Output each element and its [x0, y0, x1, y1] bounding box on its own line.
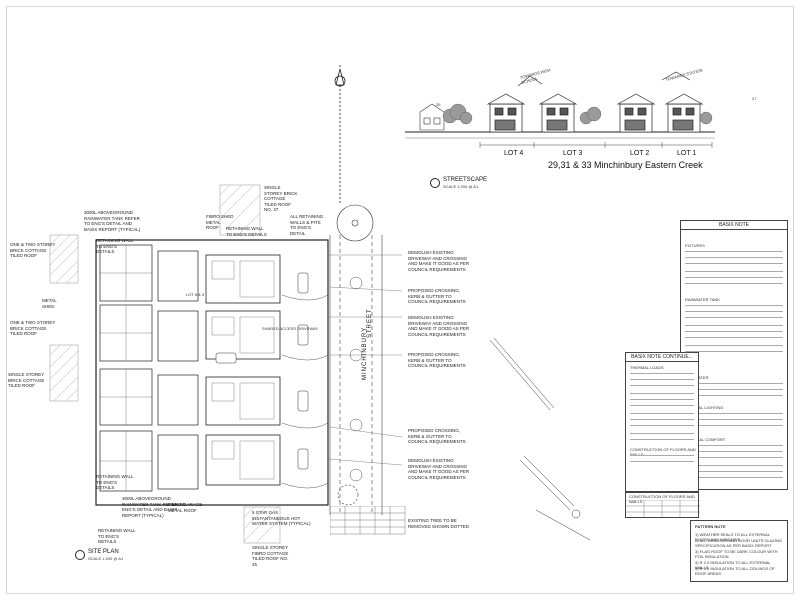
house-lot-4 — [486, 93, 526, 133]
house-lot-2 — [616, 93, 656, 133]
neighbour-label-7: FIBRO GARAGE METAL ROOF — [168, 502, 203, 513]
basix-continue-section-floors: CONSTRUCTION OF FLOORS AND WALLS — [630, 447, 696, 457]
pattern-note-1: 1) WEATHER SEALS TO ALL EXTERNAL DOORS A… — [695, 532, 770, 542]
site-plan-title: SITE PLAN — [88, 549, 119, 555]
streetscape-address: 29,31 & 33 Minchinbury Eastern Creek — [548, 160, 703, 170]
direction-arrows — [517, 71, 691, 87]
car-icons — [215, 272, 309, 470]
trees-left — [442, 103, 473, 125]
bottom-note-hot-water: 5 STAR GAS INSTANTANEOUS HOT WATER SYSTE… — [252, 510, 311, 526]
removed-tree-icon — [337, 484, 359, 506]
hatch-lines — [49, 184, 281, 544]
left-note-1: 3000L ABOVEGROUND RAINWATER TANK REFER T… — [84, 210, 141, 232]
neighbour-label-5: ONE & TWO STOREY BRICK COTTAGE TILED ROO… — [10, 320, 56, 336]
pattern-note-2: 2) ALL WINDOWS AND DOOR UNITS GLAZING SP… — [695, 538, 782, 548]
site-plan-drawing — [49, 65, 403, 544]
streetscape-title-block: STREETSCAPE SCALE 1:200 @ A1 — [430, 177, 487, 189]
front-dwellings — [205, 254, 281, 486]
basix-section-natural-lighting: NATURAL LIGHTING — [685, 405, 724, 410]
pattern-note-panel: PATTERN NOTE 1) WEATHER SEALS TO ALL EXT… — [690, 520, 788, 582]
basix-note-title: BASIX NOTE — [681, 221, 787, 230]
right-note-6: DEMOLISH EXISTING DRIVEWAY AND CROSSING … — [408, 458, 470, 480]
summary-table — [330, 506, 406, 535]
north-point-icon — [334, 65, 346, 205]
glazing-table: CONSTRUCTION OF FLOORS AND WALLS — [625, 492, 700, 518]
lot-mark-35: 35 — [436, 102, 441, 107]
rear-dwellings-rooms — [100, 245, 152, 491]
basix-continue-panel: BASIX NOTE CONTINUE... THERMAL LOADS CON… — [625, 352, 699, 492]
driveway-lines — [281, 294, 329, 489]
street-tree-icon — [336, 204, 374, 242]
left-note-2: RETAINING WALL TO ENG'S DETAILS — [96, 238, 134, 254]
lot-dimension-ticks — [479, 142, 713, 148]
house-lot-3 — [538, 93, 578, 133]
right-note-2: PROPOSED CROSSING, KERB & GUTTER TO COUN… — [408, 288, 466, 304]
lot-label-3: LOT 3 — [563, 150, 583, 157]
basix-section-rainwater: RAINWATER TANK — [685, 297, 720, 302]
glazing-table-grid — [626, 500, 700, 518]
middle-units — [157, 250, 199, 490]
site-plan-title-circle — [75, 550, 85, 560]
leader-lines-right — [327, 254, 403, 466]
site-plan-title-block: SITE PLAN SCALE 1:200 @ A1 — [75, 549, 123, 561]
site-plan-scale: SCALE 1:200 @ A1 — [88, 556, 124, 561]
neighbour-hatching — [49, 184, 281, 544]
pattern-note-title: PATTERN NOTE — [695, 524, 726, 529]
top-note-1: RETAINING WALL TO ENG'S DETAILS — [226, 226, 267, 237]
street-suffix: STREET — [367, 308, 373, 338]
shared-access-label: SHARED ACCESS DRIVEWAY — [262, 326, 319, 331]
lot-label-1: LOT 1 — [677, 150, 697, 157]
neighbour-label-1: SINGLE STOREY BRICK COTTAGE TILED ROOF N… — [264, 185, 298, 212]
lot-label-4: LOT 4 — [504, 150, 524, 157]
neighbour-label-2: FIBRO SHED METAL ROOF — [206, 214, 234, 230]
basix-section-fixtures: FIXTURES — [685, 243, 705, 248]
trees-right — [699, 111, 713, 125]
streetscape-elevation — [405, 71, 715, 148]
glazing-table-title: CONSTRUCTION OF FLOORS AND WALLS — [629, 494, 695, 504]
basix-section-thermal-comfort: THERMAL COMFORT — [685, 437, 726, 442]
neighbour-label-8: SINGLE STOREY FIBRO COTTAGE TILED ROOF N… — [252, 545, 289, 567]
basix-continue-section-loads: THERMAL LOADS — [630, 365, 664, 370]
lot-label-2: LOT 2 — [630, 150, 650, 157]
top-note-2: ALL RETAINING WALLS & PITS TO ENG'S DETA… — [290, 214, 324, 236]
house-lot-1 — [664, 93, 704, 133]
neighbour-label-4: METAL SHED — [42, 298, 57, 309]
right-note-5: PROPOSED CROSSING, KERB & GUTTER TO COUN… — [408, 428, 466, 444]
streetscape-title: STREETSCAPE — [443, 177, 488, 183]
neighbour-label-3: ONE & TWO STOREY BRICK COTTAGE TILED ROO… — [10, 242, 56, 258]
streetscape-title-circle — [430, 178, 440, 188]
pattern-note-3: 3) FLAG ROOF TO BE DARK COLOUR WITH FOIL… — [695, 549, 778, 559]
basix-continue-title: BASIX NOTE CONTINUE... — [626, 353, 698, 362]
right-note-1: DEMOLISH EXISTING DRIVEWAY AND CROSSING … — [408, 250, 470, 272]
sheet-border — [6, 6, 794, 594]
site-boundary — [95, 239, 329, 506]
right-note-4: PROPOSED CROSSING, KERB & GUTTER TO COUN… — [408, 352, 466, 368]
streetscape-scale: SCALE 1:200 @ A1 — [443, 184, 479, 189]
neighbour-house-35 — [419, 103, 445, 131]
pipe-detail-sketch — [489, 337, 591, 541]
right-note-3: DEMOLISH EXISTING DRIVEWAY AND CROSSING … — [408, 315, 470, 337]
minchinbury-street — [329, 235, 383, 515]
left-note-4: 3000L ABOVEGROUND RAINWATER TANK REFER T… — [122, 496, 186, 518]
neighbour-label-6: SINGLE STOREY BRICK COTTAGE TILED ROOF — [8, 372, 45, 388]
street-trees — [349, 276, 363, 482]
pattern-note-5: 5) R 3.0 INSULATION TO ALL CEILINGS OF R… — [695, 566, 775, 576]
pattern-note-4: 4) R 2.0 INSULATION TO ALL EXTERNAL WALL… — [695, 560, 771, 570]
trees-middle — [579, 106, 602, 125]
left-note-3: RETAINING WALL TO ENG'S DETAILS — [96, 474, 134, 490]
lot-mark-27: 27 — [752, 96, 757, 101]
left-note-5: RETAINING WALL TO ENG'S DETAILS — [98, 528, 136, 544]
front-dwellings-rooms — [211, 260, 275, 480]
bottom-note-tree: EXISTING TREE TO BE REMOVED SHOWN DOTTED — [408, 518, 470, 529]
lot-label: LOT 8 & 9 — [186, 292, 205, 297]
